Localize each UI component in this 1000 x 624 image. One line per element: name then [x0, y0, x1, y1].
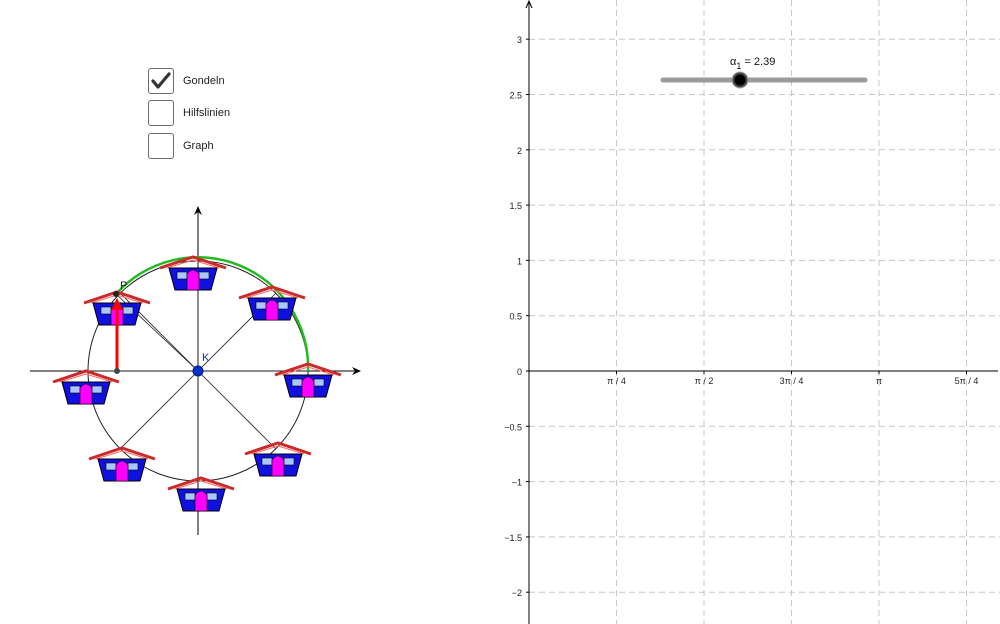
checkbox-label-hilfslinien: Hilfslinien	[183, 107, 231, 119]
slider-label-value: 2.39	[754, 56, 775, 68]
y-tick-label: 2.5	[509, 91, 522, 101]
y-tick-label: 1	[517, 256, 522, 266]
checkbox-row-hilfslinien[interactable]: Hilfslinien	[148, 100, 230, 126]
grid-lines	[529, 0, 1000, 624]
slider-label: α1 = 2.39	[730, 56, 775, 71]
checkbox-hilfslinien[interactable]	[148, 100, 174, 126]
x-tick-label: 5π / 4	[955, 376, 979, 386]
y-tick-label: 0	[517, 367, 522, 377]
y-axis-arrow	[525, 0, 533, 9]
checkbox-graph[interactable]	[148, 133, 174, 159]
y-tick-label: −1.5	[504, 533, 522, 543]
slider-knob-core[interactable]	[734, 74, 746, 86]
y-tick-label: 3	[517, 35, 522, 45]
checkbox-label-gondeln: Gondeln	[183, 75, 225, 87]
y-tick-label: 0.5	[509, 312, 522, 322]
checkbox-gondeln[interactable]	[148, 68, 174, 94]
x-tick-label: π	[876, 376, 882, 386]
y-tick-label: −0.5	[504, 422, 522, 432]
x-tick-label: π / 2	[695, 376, 714, 386]
checkmark-icon	[151, 72, 171, 89]
slider-label-name: α	[730, 56, 737, 68]
checkbox-row-gondeln[interactable]: Gondeln	[148, 68, 225, 94]
checkbox-row-graph[interactable]: Graph	[148, 133, 214, 159]
y-tick-label: 2	[517, 146, 522, 156]
y-tick-label: −2	[512, 588, 522, 598]
y-tick-label: −1	[512, 478, 522, 488]
graph-axes	[525, 0, 998, 624]
checkbox-label-graph: Graph	[183, 140, 214, 152]
slider-label-subscript: 1	[736, 61, 741, 71]
y-tick-label: 1.5	[509, 201, 522, 211]
slider-label-equals: =	[741, 56, 754, 68]
alpha-slider[interactable]: α1 = 2.39	[660, 56, 868, 89]
x-tick-label: 3π / 4	[780, 376, 804, 386]
x-tick-label: π / 4	[607, 376, 626, 386]
y-tick-labels: 3 2.5 2 1.5 1 0.5 0 −0.5 −1 −1.5 −2	[504, 35, 529, 598]
x-tick-labels: π / 4 π / 2 3π / 4 π 5π / 4	[607, 371, 978, 386]
